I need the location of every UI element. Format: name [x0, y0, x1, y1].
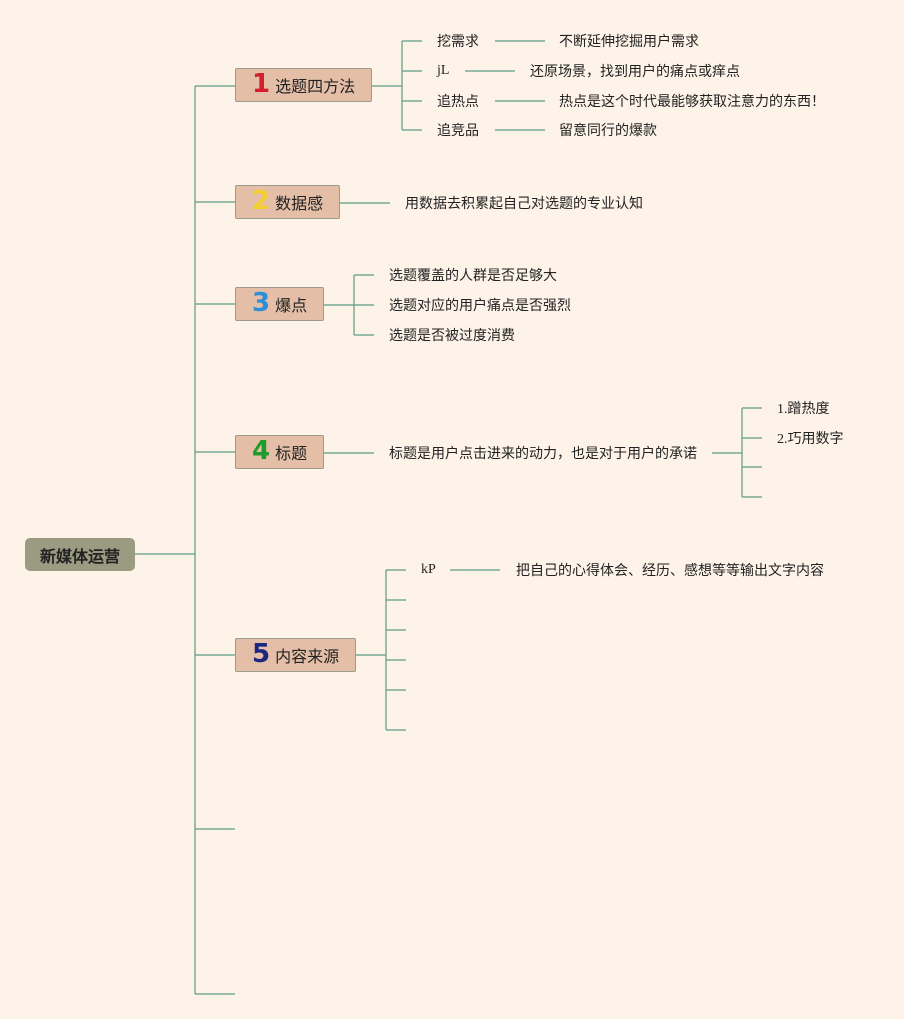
branch-1-node[interactable]: 1 选题四方法 — [235, 68, 372, 102]
b1-child-2-detail[interactable]: 还原场景，找到用户的痛点或痒点 — [530, 64, 740, 80]
branch-4-label: 标题 — [275, 444, 308, 463]
branch-3-node[interactable]: 3 爆点 — [235, 287, 324, 321]
branch-5-number: 5 — [252, 639, 271, 669]
b3-child-1-label[interactable]: 选题覆盖的人群是否足够大 — [389, 268, 557, 284]
branch-5-node[interactable]: 5 内容来源 — [235, 638, 356, 672]
b4-sub-1-label[interactable]: 1.蹭热度 — [777, 402, 830, 417]
branch-1-label: 选题四方法 — [275, 77, 356, 96]
branch-2-node[interactable]: 2 数据感 — [235, 185, 340, 219]
b1-child-3-label[interactable]: 追热点 — [437, 94, 479, 110]
b2-child-1-label[interactable]: 用数据去积累起自己对选题的专业认知 — [405, 196, 643, 212]
b4-child-1-label[interactable]: 标题是用户点击进来的动力，也是对于用户的承诺 — [389, 446, 697, 462]
b1-child-4-label[interactable]: 追竞品 — [437, 123, 479, 139]
root-node[interactable]: 新媒体运营 — [25, 538, 135, 571]
b5-child-1-detail[interactable]: 把自己的心得体会、经历、感想等等输出文字内容 — [516, 563, 824, 579]
b1-child-4-detail[interactable]: 留意同行的爆款 — [559, 123, 657, 139]
b3-child-3-label[interactable]: 选题是否被过度消费 — [389, 328, 515, 344]
branch-4-number: 4 — [252, 436, 271, 466]
b5-child-1-label[interactable]: kP — [421, 562, 436, 577]
b4-sub-2-label[interactable]: 2.巧用数字 — [777, 432, 844, 447]
branch-5-fork — [356, 570, 387, 730]
b4-sub-fork — [712, 408, 743, 497]
branch-1-fork — [372, 41, 403, 130]
b3-child-2-label[interactable]: 选题对应的用户痛点是否强烈 — [389, 298, 571, 314]
b1-child-2-label[interactable]: jL — [437, 63, 450, 78]
branch-1-number: 1 — [252, 69, 271, 99]
b1-child-3-detail[interactable]: 热点是这个时代最能够获取注意力的东西！ — [559, 94, 825, 110]
branch-2-number: 2 — [252, 186, 271, 216]
branch-3-label: 爆点 — [275, 296, 308, 315]
branch-4-node[interactable]: 4 标题 — [235, 435, 324, 469]
b1-child-1-label[interactable]: 挖需求 — [437, 34, 479, 50]
branch-5-label: 内容来源 — [275, 647, 340, 666]
branch-2-label: 数据感 — [275, 194, 324, 213]
branch-3-number: 3 — [252, 288, 271, 318]
b1-child-1-detail[interactable]: 不断延伸挖掘用户需求 — [559, 34, 699, 50]
root-label: 新媒体运营 — [39, 546, 120, 566]
branch-3-fork — [324, 275, 355, 335]
